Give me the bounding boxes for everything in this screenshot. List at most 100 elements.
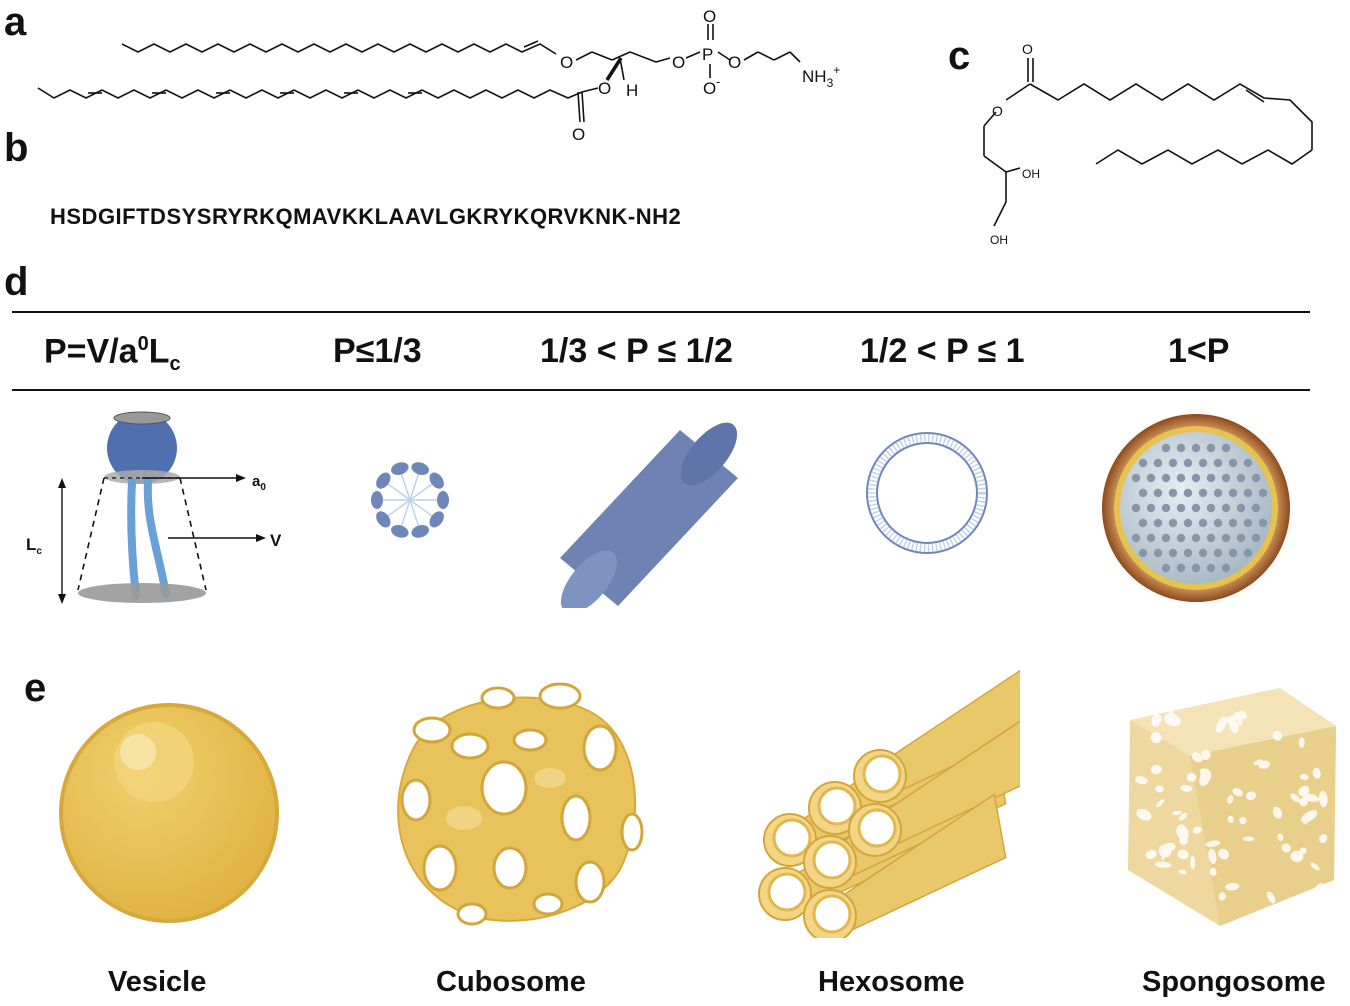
sponge-pore (1154, 861, 1172, 868)
sponge-pore (1209, 867, 1217, 876)
hydroxyl-1: OH (1022, 167, 1040, 181)
table-top-rule (12, 311, 1310, 313)
core-dot (1221, 563, 1231, 573)
hex-tube-lumen (772, 818, 812, 858)
sponge-pore (1178, 812, 1188, 821)
hex-tube-lumen (857, 808, 897, 848)
column-header-4: 1<P (1168, 332, 1230, 370)
core-dot (1243, 548, 1253, 558)
core-dot (1213, 548, 1223, 558)
core-dot (1161, 443, 1171, 453)
spongosome-block (1128, 688, 1336, 926)
hexosome-tubes (758, 669, 1020, 938)
sponge-pore (1225, 882, 1240, 891)
atom-o-ester-c: O (992, 103, 1003, 119)
amine-nh3: NH3+ (802, 63, 840, 90)
sponge-pore (1167, 703, 1174, 717)
core-dot (1243, 518, 1253, 528)
core-dot (1236, 473, 1246, 483)
core-dot (1236, 533, 1246, 543)
core-dot (1183, 488, 1193, 498)
panel-label-b: b (4, 126, 29, 170)
sponge-pore (1150, 764, 1162, 775)
sponge-pore (1303, 793, 1319, 802)
core-dot (1206, 473, 1216, 483)
core-dot (1228, 518, 1238, 528)
sponge-pore (1319, 833, 1328, 843)
atom-o-ethanolamine: O (728, 53, 741, 72)
atom-p: P (702, 45, 713, 64)
sponge-pore (1136, 808, 1152, 821)
hex-tube-lumen (817, 786, 857, 826)
sponge-pore (1158, 844, 1171, 858)
core-dot (1138, 458, 1148, 468)
sponge-pore (1272, 730, 1283, 741)
core-dot (1131, 533, 1141, 543)
core-dot (1213, 518, 1223, 528)
core-dot (1236, 503, 1246, 513)
peptide-sequence: HSDGIFTDSYSRYRKQMAVKKLAAVLGKRYKQRVKNK-NH… (50, 204, 682, 229)
sponge-pore (1299, 797, 1308, 807)
core-dot (1243, 458, 1253, 468)
atom-o-phosphoester: O (672, 53, 685, 72)
sponge-pore (1218, 892, 1226, 901)
label-v: V (270, 531, 282, 550)
cylinder-icon (560, 422, 738, 608)
core-dot (1191, 473, 1201, 483)
core-dot (1221, 533, 1231, 543)
sponge-pore (1172, 810, 1182, 816)
core-dot (1161, 563, 1171, 573)
sponge-pore (1208, 848, 1217, 864)
inverted-phase-sphere-icon (1102, 414, 1290, 602)
vesicle-sphere (59, 703, 279, 923)
core-dot (1228, 488, 1238, 498)
sponge-pore (1227, 815, 1234, 824)
sponge-pore (1299, 774, 1309, 781)
cone-schematic: a0 V Lc (26, 411, 282, 604)
core-dot (1213, 488, 1223, 498)
core-dot (1146, 533, 1156, 543)
charge-minus: - (716, 74, 720, 89)
label-spongosome: Spongosome (1142, 966, 1326, 998)
core-dot (1176, 503, 1186, 513)
core-dot (1198, 518, 1208, 528)
sponge-pore (1215, 716, 1227, 733)
sponge-pore (1237, 714, 1243, 727)
sponge-pore (1290, 793, 1300, 803)
sponge-pore (1177, 849, 1189, 860)
core-dot (1258, 488, 1268, 498)
core-dot (1206, 533, 1216, 543)
core-dot (1206, 443, 1216, 453)
atom-o-ester: O (598, 79, 611, 98)
core-dot (1131, 503, 1141, 513)
core-dot (1251, 503, 1261, 513)
atom-o-minus: O (703, 79, 716, 98)
core-dot (1153, 548, 1163, 558)
micelle-head (429, 472, 444, 489)
core-dot (1161, 533, 1171, 543)
column-header-2: 1/3 < P ≤ 1/2 (540, 332, 733, 370)
sponge-pore (1313, 883, 1325, 899)
sponge-pore (1299, 847, 1307, 855)
sponge-pore (1272, 806, 1283, 819)
micelle-head (429, 511, 444, 528)
sponge-pore (1145, 850, 1157, 859)
core-dot (1191, 563, 1201, 573)
hex-tube-lumen (812, 894, 852, 934)
micelle-head (376, 472, 391, 489)
micelle-head (391, 462, 409, 475)
label-vesicle: Vesicle (108, 966, 207, 998)
core-dot (1206, 503, 1216, 513)
core-dot (1153, 488, 1163, 498)
panel-label-e: e (24, 666, 47, 710)
sponge-pore (1164, 713, 1181, 727)
core-dot (1138, 488, 1148, 498)
core-dot (1221, 473, 1231, 483)
sponge-pore (1155, 785, 1164, 793)
column-header-1: P≤1/3 (333, 332, 422, 370)
core-dot (1168, 518, 1178, 528)
micelle-head (437, 491, 449, 509)
sponge-pore (1232, 787, 1243, 797)
core-dot (1191, 503, 1201, 513)
sponge-pore (1253, 759, 1264, 766)
